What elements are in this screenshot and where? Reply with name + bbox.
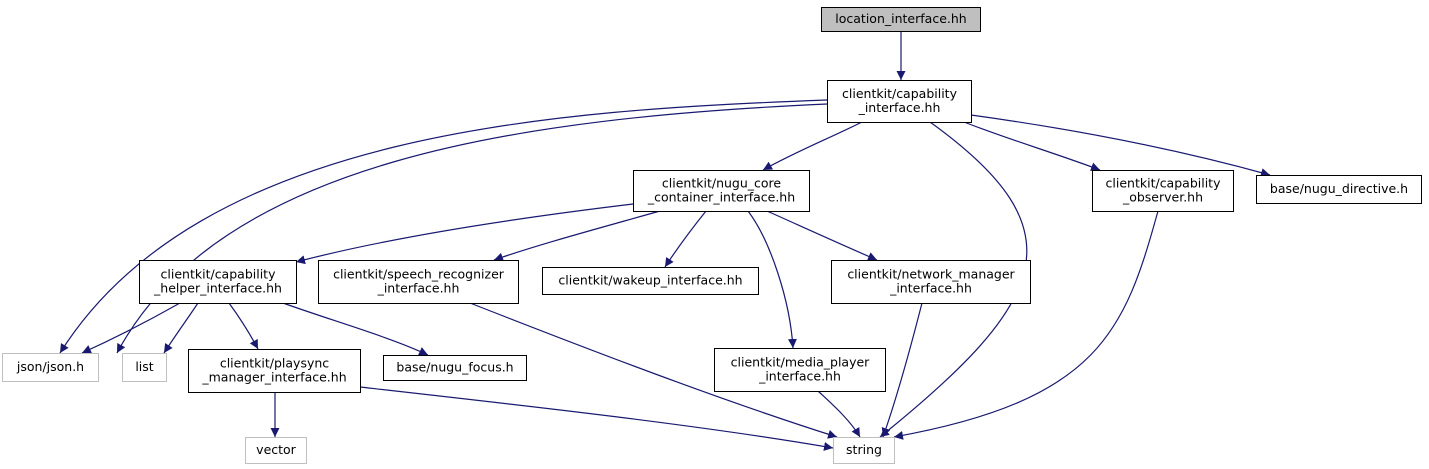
node-nugu-core-container[interactable]: clientkit/nugu_core_container_interface.… [633, 170, 810, 212]
node-box [542, 267, 759, 295]
node-label: clientkit/nugu_core [662, 176, 781, 191]
node-label: _container_interface.hh [647, 190, 795, 205]
node-label: _manager_interface.hh [201, 370, 346, 385]
edge-nugu_core_container-to-network_manager [766, 210, 878, 261]
node-box [122, 353, 167, 382]
edge-nugu_core_container-to-capability_helper [295, 203, 634, 265]
edge-capability_interface-to-json [59, 99, 828, 354]
edge-capability_helper-to-list [163, 302, 199, 354]
edge-layer [59, 30, 1271, 451]
node-label: _helper_interface.hh [153, 281, 282, 296]
node-label: json/json.h [16, 359, 84, 374]
node-label: clientkit/playsync [220, 356, 329, 371]
node-label: vector [256, 442, 297, 457]
node-label: _interface.hh [858, 100, 941, 115]
node-capability-helper[interactable]: clientkit/capability_helper_interface.hh [139, 260, 297, 304]
node-box [1092, 170, 1234, 212]
node-box [827, 80, 972, 123]
node-label: base/nugu_directive.h [1270, 181, 1408, 196]
node-label: _interface.hh [889, 281, 972, 296]
node-location-interface[interactable]: location_interface.hh [821, 7, 981, 32]
node-speech-recognizer[interactable]: clientkit/speech_recognizer_interface.hh [318, 260, 519, 304]
node-box [714, 348, 886, 392]
edge-capability_helper-to-playsync_manager [228, 302, 259, 350]
node-capability-interface[interactable]: clientkit/capability_interface.hh [827, 80, 972, 123]
node-label: string [846, 442, 882, 457]
node-label: base/nugu_focus.h [396, 360, 513, 375]
node-box [1256, 175, 1422, 204]
node-box [139, 260, 297, 304]
node-label: location_interface.hh [835, 11, 966, 26]
edge-capability_helper-to-nugu_focus [282, 302, 429, 356]
node-box [633, 170, 810, 212]
node-layer: location_interface.hh clientkit/capabilit… [2, 7, 1422, 464]
node-label: clientkit/capability [842, 86, 958, 101]
node-list: list [122, 353, 167, 382]
node-label: _interface.hh [377, 281, 460, 296]
node-capability-observer[interactable]: clientkit/capability_observer.hh [1092, 170, 1234, 212]
node-label: clientkit/media_player [731, 355, 870, 370]
node-box [383, 355, 527, 381]
node-string: string [833, 437, 895, 464]
node-label: clientkit/wakeup_interface.hh [558, 273, 742, 288]
edge-nugu_core_container-to-media_player [747, 210, 797, 349]
node-label: clientkit/capability [1106, 176, 1222, 191]
node-box [821, 7, 981, 32]
edge-capability_interface-to-capability_observer [963, 121, 1101, 172]
node-label: _interface.hh [758, 369, 841, 384]
edge-capability_interface-to-nugu_directive [970, 114, 1271, 177]
node-playsync-manager[interactable]: clientkit/playsync_manager_interface.hh [188, 349, 361, 393]
node-box [188, 349, 361, 393]
node-box [2, 353, 99, 382]
node-box [318, 260, 519, 304]
node-json: json/json.h [2, 353, 99, 382]
node-label: clientkit/speech_recognizer [333, 267, 505, 282]
node-label: _observer.hh [1122, 190, 1203, 205]
node-nugu-directive[interactable]: base/nugu_directive.h [1256, 175, 1422, 204]
edge-playsync_manager-to-string [359, 386, 834, 451]
node-media-player[interactable]: clientkit/media_player_interface.hh [714, 348, 886, 392]
node-label: list [135, 359, 153, 374]
node-network-manager[interactable]: clientkit/network_manager_interface.hh [831, 260, 1031, 304]
node-box [831, 260, 1031, 304]
node-nugu-focus[interactable]: base/nugu_focus.h [383, 355, 527, 381]
node-label: clientkit/network_manager [847, 267, 1015, 282]
edge-nugu_core_container-to-wakeup_interface [664, 210, 707, 268]
node-vector: vector [245, 437, 307, 464]
edge-speech_recognizer-to-string [469, 302, 838, 439]
edge-capability_interface-to-nugu_core_container [762, 121, 863, 171]
node-wakeup-interface[interactable]: clientkit/wakeup_interface.hh [542, 267, 759, 295]
edge-capability_interface-to-list [116, 103, 828, 354]
edge-media_player-to-string [817, 390, 861, 438]
node-box [245, 437, 307, 464]
edge-capability_helper-to-json [81, 302, 181, 354]
edge-network_manager-to-string [881, 302, 923, 438]
node-label: clientkit/capability [161, 267, 277, 282]
edge-nugu_core_container-to-speech_recognizer [493, 210, 661, 262]
edge-capability_observer-to-string [893, 210, 1159, 440]
node-box [833, 437, 895, 464]
